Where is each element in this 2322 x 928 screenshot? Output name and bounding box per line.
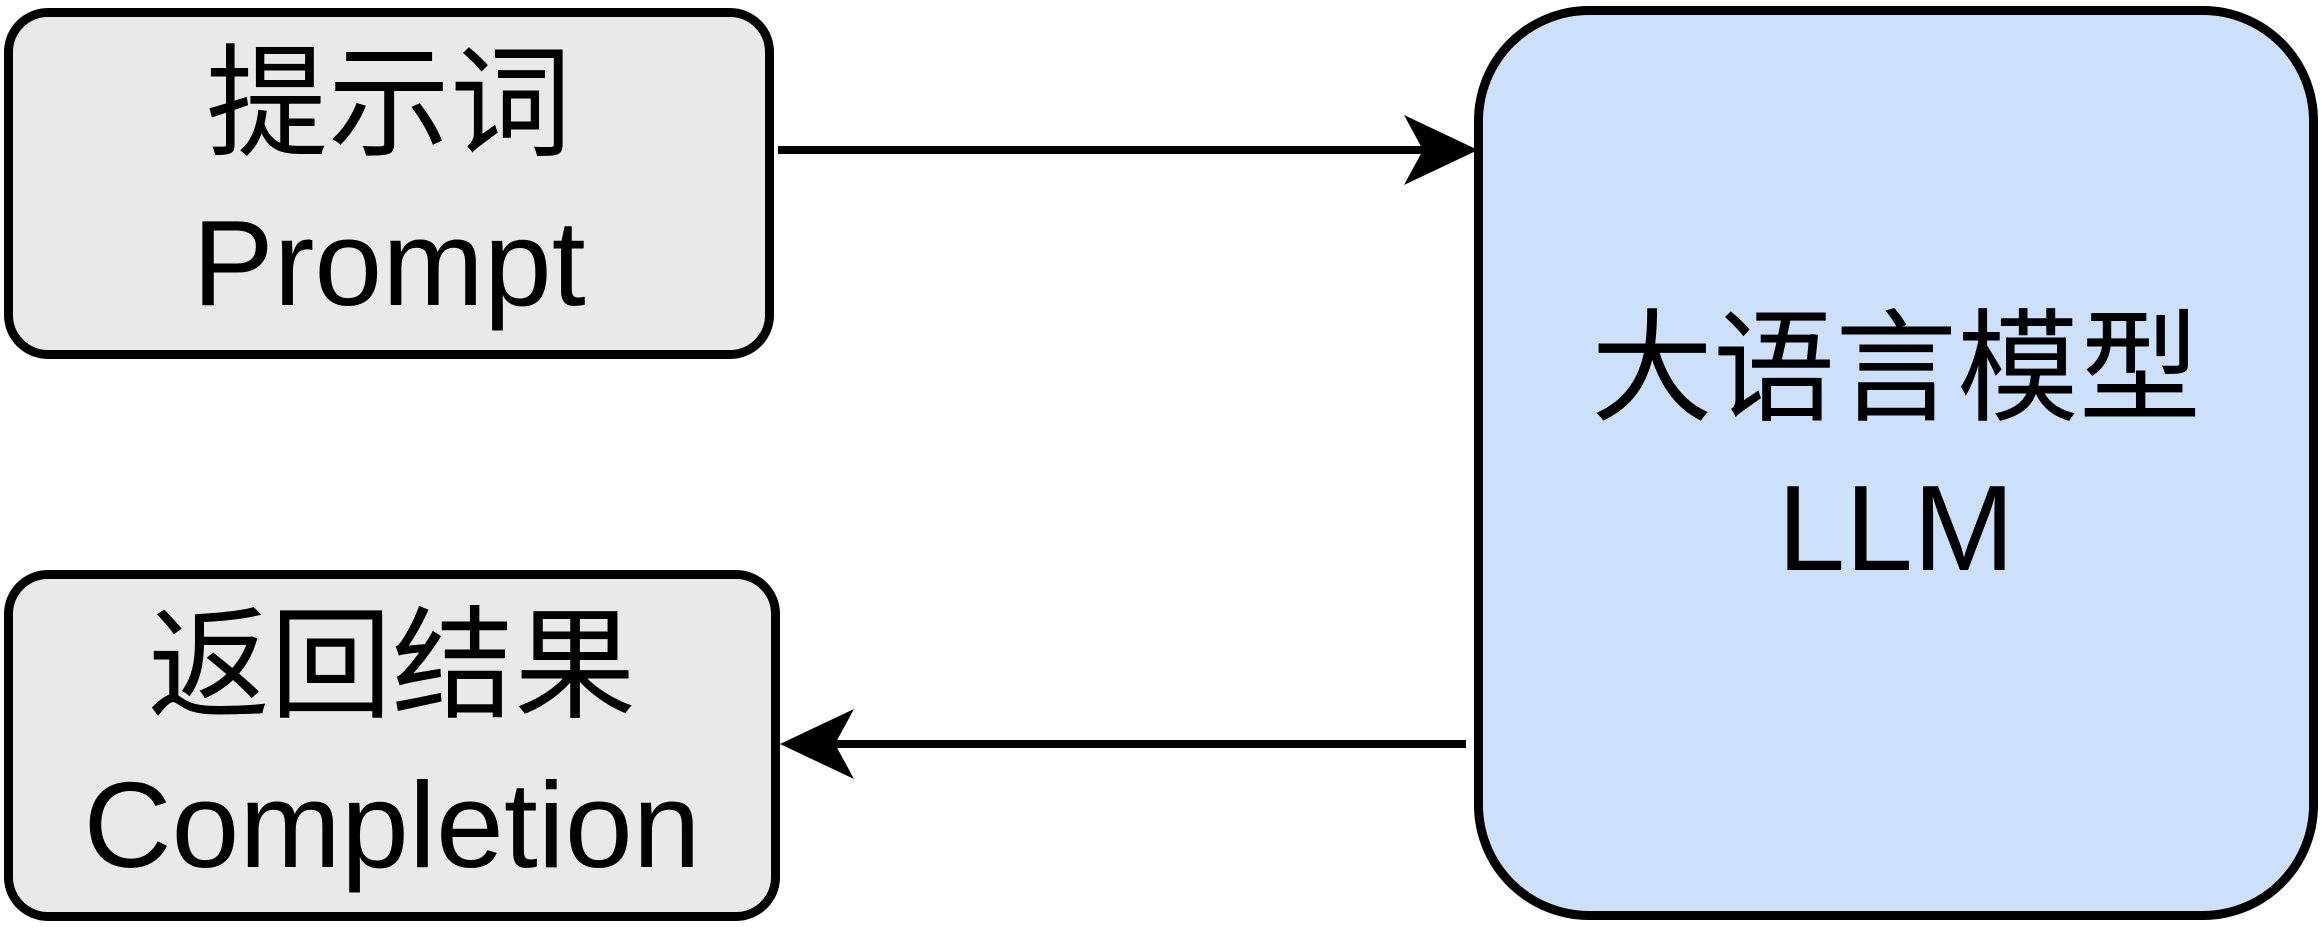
completion-node-label: 返回结果 Completion	[83, 587, 700, 904]
llm-node-label-zh: 大语言模型	[1591, 301, 2201, 438]
arrow-llm-to-completion	[780, 709, 1466, 779]
arrow-llm-to-completion-head-icon	[780, 709, 854, 779]
prompt-node-label-zh: 提示词	[205, 35, 572, 172]
llm-node-label-en: LLM	[1777, 460, 2015, 596]
llm-node: 大语言模型 LLM	[1474, 6, 2318, 920]
arrow-prompt-to-llm	[778, 115, 1478, 185]
arrow-prompt-to-llm-head-icon	[1404, 115, 1478, 185]
prompt-node-label: 提示词 Prompt	[192, 25, 585, 342]
completion-node-label-zh: 返回结果	[148, 597, 636, 734]
prompt-node: 提示词 Prompt	[4, 8, 774, 359]
prompt-node-label-en: Prompt	[192, 194, 586, 331]
llm-node-label: 大语言模型 LLM	[1591, 290, 2201, 607]
completion-node: 返回结果 Completion	[4, 570, 780, 921]
completion-node-label-en: Completion	[83, 756, 701, 893]
